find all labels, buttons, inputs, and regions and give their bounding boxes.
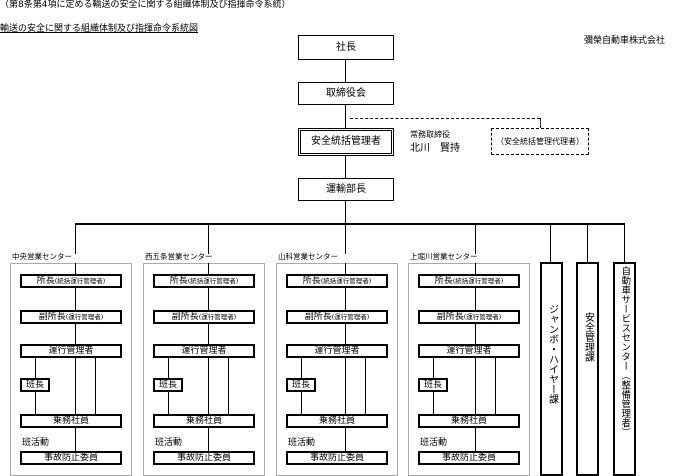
jumbo-hire-dept-box: ジャンボ・ハイヤー課 bbox=[540, 262, 563, 476]
center-3-right-vertical bbox=[365, 357, 366, 417]
center-2-director: 所長 bbox=[169, 275, 188, 286]
center-1-team-lead-box: 班長 bbox=[20, 378, 50, 392]
center-2-committee-link bbox=[208, 424, 209, 452]
center-1-committee-box: 事故防止委員 bbox=[20, 451, 122, 465]
drop-jumbo bbox=[550, 224, 551, 262]
center-2-team-activity: 班活動 bbox=[155, 438, 183, 448]
connector-safety-transport bbox=[345, 156, 346, 178]
safety-manager-box: 安全統括管理者 bbox=[298, 128, 394, 156]
center-2-spine bbox=[208, 263, 209, 417]
drop-center-1 bbox=[75, 224, 76, 254]
center-3-committee-link bbox=[345, 424, 346, 452]
center-2-team-lead-box: 班長 bbox=[153, 378, 183, 392]
center-1-crew-box: 乗務社員 bbox=[20, 414, 122, 428]
distribution-bus bbox=[75, 223, 625, 225]
center-4-right-vertical bbox=[495, 357, 496, 417]
center-3-vice: 副所長 bbox=[304, 311, 332, 322]
connector-board-safety bbox=[345, 104, 346, 128]
center-1-team-activity: 班活動 bbox=[22, 438, 50, 448]
center-3-committee-box: 事故防止委員 bbox=[286, 451, 388, 465]
center-3-name: 山科営業センター bbox=[278, 252, 338, 261]
center-2-crew-box: 乗務社員 bbox=[153, 414, 255, 428]
center-1-director-box: 所長(統括運行管理者) bbox=[20, 274, 122, 288]
center-1-ops-box: 運行管理者 bbox=[20, 344, 122, 358]
center-4-vice-box: 副所長(運行管理者) bbox=[418, 310, 520, 324]
center-3-team-lead-box: 班長 bbox=[286, 378, 316, 392]
drop-center-4 bbox=[475, 224, 476, 254]
center-2-vice-box: 副所長(運行管理者) bbox=[153, 310, 255, 324]
center-1-committee-link bbox=[75, 424, 76, 452]
drop-center-3 bbox=[345, 224, 346, 254]
center-1-vice: 副所長 bbox=[38, 311, 66, 322]
company-name: 彌榮自動車株式会社 bbox=[584, 36, 666, 46]
center-3-vice-note: (運行管理者) bbox=[331, 312, 370, 321]
center-1-spine bbox=[75, 263, 76, 417]
center-4-director-note: (統括運行管理者) bbox=[452, 276, 504, 285]
center-2-right-vertical bbox=[228, 357, 229, 417]
center-2-director-box: 所長(統括運行管理者) bbox=[153, 274, 255, 288]
center-3-director-note: (統括運行管理者) bbox=[320, 276, 372, 285]
center-3-spine bbox=[345, 263, 346, 417]
center-1-right-vertical bbox=[95, 357, 96, 417]
center-4-director: 所長 bbox=[434, 275, 453, 286]
center-1-director: 所長 bbox=[36, 275, 55, 286]
transport-head-box: 運輸部長 bbox=[298, 178, 394, 201]
deputy-box: （安全統括管理代理者） bbox=[491, 128, 589, 155]
president-box: 社長 bbox=[298, 35, 394, 60]
center-1-vice-note: (運行管理者) bbox=[65, 312, 104, 321]
center-4-ops-box: 運行管理者 bbox=[418, 344, 520, 358]
drop-service bbox=[624, 224, 625, 262]
center-3-director: 所長 bbox=[302, 275, 321, 286]
safety-manager-name: 北川 賢持 bbox=[410, 143, 460, 154]
center-4-vice-note: (運行管理者) bbox=[463, 312, 502, 321]
center-4-crew-box: 乗務社員 bbox=[418, 414, 520, 428]
center-3-vice-box: 副所長(運行管理者) bbox=[286, 310, 388, 324]
center-2-vice: 副所長 bbox=[171, 311, 199, 322]
jumbo-hire-dept: ジャンボ・ハイヤー課 bbox=[546, 304, 558, 404]
header-caption: （第8条第4項に定める輸送の安全に関する組織体制及び指揮命令系統） bbox=[0, 0, 291, 10]
connector-transport-bus bbox=[345, 200, 346, 224]
center-3-team-activity: 班活動 bbox=[288, 438, 316, 448]
safety-management-dept: 安全管理課 bbox=[582, 312, 594, 362]
center-4-director-box: 所長(統括運行管理者) bbox=[418, 274, 520, 288]
center-1-name: 中央営業センター bbox=[12, 252, 72, 261]
center-2-name: 西五条営業センター bbox=[145, 252, 213, 261]
safety-manager-role: 常務取締役 bbox=[410, 130, 450, 139]
drop-center-2 bbox=[208, 224, 209, 254]
drop-safety bbox=[587, 224, 588, 262]
center-3-crew-box: 乗務社員 bbox=[286, 414, 388, 428]
center-4-vice: 副所長 bbox=[436, 311, 464, 322]
chart-title: 輸送の安全に関する組織体制及び指揮命令系統図 bbox=[0, 24, 199, 34]
safety-management-dept-box: 安全管理課 bbox=[576, 262, 599, 476]
center-4-name: 上堀川営業センター bbox=[410, 252, 478, 261]
center-1-director-note: (統括運行管理者) bbox=[54, 276, 106, 285]
connector-deputy-dashed bbox=[350, 118, 540, 119]
service-center: 自動車サービスセンター（整備管理者） bbox=[619, 266, 631, 437]
center-4-team-lead-box: 班長 bbox=[418, 378, 448, 392]
center-4-spine bbox=[475, 263, 476, 417]
center-1-vice-box: 副所長(運行管理者) bbox=[20, 310, 122, 324]
center-2-director-note: (統括運行管理者) bbox=[187, 276, 239, 285]
center-4-committee-link bbox=[475, 424, 476, 452]
center-2-committee-box: 事故防止委員 bbox=[153, 451, 255, 465]
center-2-vice-note: (運行管理者) bbox=[198, 312, 237, 321]
center-4-team-activity: 班活動 bbox=[420, 438, 448, 448]
connector-president-board bbox=[345, 60, 346, 84]
center-3-ops-box: 運行管理者 bbox=[286, 344, 388, 358]
center-3-director-box: 所長(統括運行管理者) bbox=[286, 274, 388, 288]
board-box: 取締役会 bbox=[298, 82, 394, 105]
service-center-box: 自動車サービスセンター（整備管理者） bbox=[613, 262, 636, 476]
center-4-committee-box: 事故防止委員 bbox=[418, 451, 520, 465]
connector-deputy-drop bbox=[540, 118, 541, 128]
center-2-ops-box: 運行管理者 bbox=[153, 344, 255, 358]
